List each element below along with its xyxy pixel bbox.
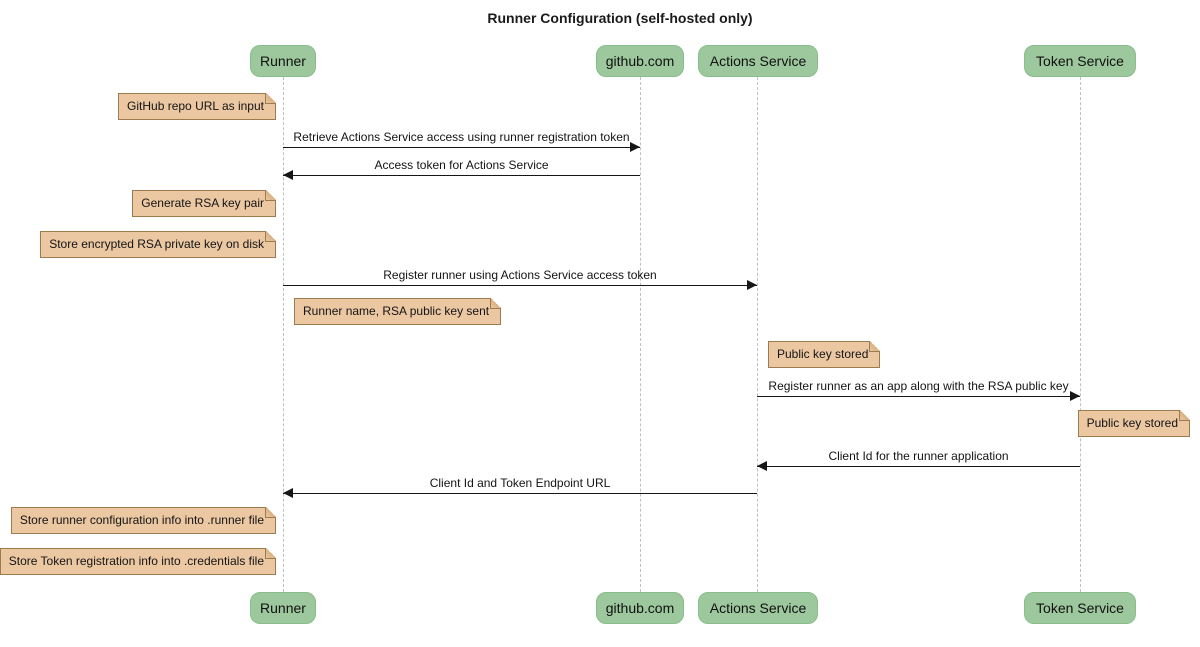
- note-fold-icon: [265, 231, 276, 242]
- arrowhead-right-icon: [630, 142, 640, 152]
- participant-label: Actions Service: [709, 53, 807, 69]
- message-line: [283, 285, 757, 286]
- message-retrieve-actions-access: Retrieve Actions Service access using ru…: [283, 128, 640, 154]
- message-line: [283, 175, 640, 176]
- arrowhead-left-icon: [283, 488, 293, 498]
- note-label: Public key stored: [1086, 416, 1178, 430]
- participant-runner-bottom: Runner: [250, 592, 316, 624]
- note-store-runner-file: Store runner configuration info into .ru…: [10, 507, 276, 534]
- note-label: Public key stored: [777, 347, 869, 361]
- participant-actions-service-top: Actions Service: [698, 45, 818, 77]
- note-label: Runner name, RSA public key sent: [303, 304, 490, 318]
- note-public-key-stored-token: Public key stored: [1077, 410, 1190, 437]
- participant-label: github.com: [605, 600, 675, 616]
- participant-runner-top: Runner: [250, 45, 316, 77]
- arrowhead-left-icon: [283, 170, 293, 180]
- message-label: Retrieve Actions Service access using ru…: [293, 130, 630, 144]
- note-store-credentials-file: Store Token registration info into .cred…: [0, 548, 276, 575]
- lifeline-token-service: [1080, 77, 1081, 592]
- note-store-encrypted-private-key: Store encrypted RSA private key on disk: [40, 231, 276, 258]
- note-label: GitHub repo URL as input: [127, 99, 264, 113]
- participant-label: github.com: [605, 53, 675, 69]
- message-label: Register runner using Actions Service ac…: [383, 268, 657, 282]
- note-label: Store Token registration info into .cred…: [8, 554, 264, 568]
- participant-label: Runner: [260, 600, 306, 616]
- participant-token-service-top: Token Service: [1024, 45, 1136, 77]
- note-github-repo-url-input: GitHub repo URL as input: [118, 93, 276, 120]
- message-access-token-returned: Access token for Actions Service: [283, 156, 640, 182]
- message-client-id-endpoint-url: Client Id and Token Endpoint URL: [283, 474, 757, 500]
- message-line: [283, 493, 757, 494]
- participant-label: Actions Service: [709, 600, 807, 616]
- message-client-id-returned: Client Id for the runner application: [757, 447, 1080, 473]
- participant-label: Runner: [260, 53, 306, 69]
- message-label: Access token for Actions Service: [374, 158, 549, 172]
- message-line: [283, 147, 640, 148]
- note-label: Store encrypted RSA private key on disk: [49, 237, 264, 251]
- note-label: Store runner configuration info into .ru…: [19, 513, 264, 527]
- note-fold-icon: [265, 93, 276, 104]
- message-register-runner: Register runner using Actions Service ac…: [283, 266, 757, 292]
- participant-github-top: github.com: [596, 45, 684, 77]
- note-fold-icon: [265, 507, 276, 518]
- participant-actions-service-bottom: Actions Service: [698, 592, 818, 624]
- participant-token-service-bottom: Token Service: [1024, 592, 1136, 624]
- note-fold-icon: [265, 190, 276, 201]
- participant-github-bottom: github.com: [596, 592, 684, 624]
- message-register-runner-as-app: Register runner as an app along with the…: [757, 377, 1080, 403]
- note-fold-icon: [265, 548, 276, 559]
- note-runner-name-public-key-sent: Runner name, RSA public key sent: [294, 298, 502, 325]
- note-fold-icon: [490, 298, 502, 309]
- message-label: Register runner as an app along with the…: [768, 379, 1069, 393]
- message-label: Client Id for the runner application: [828, 449, 1009, 463]
- lifeline-runner: [283, 77, 284, 592]
- note-fold-icon: [869, 341, 881, 352]
- participant-label: Token Service: [1036, 53, 1124, 69]
- note-label: Generate RSA key pair: [141, 196, 264, 210]
- note-generate-rsa-key-pair: Generate RSA key pair: [132, 190, 276, 217]
- participant-label: Token Service: [1036, 600, 1124, 616]
- arrowhead-right-icon: [747, 280, 757, 290]
- arrowhead-left-icon: [757, 461, 767, 471]
- message-label: Client Id and Token Endpoint URL: [429, 476, 611, 490]
- message-line: [757, 396, 1080, 397]
- note-fold-icon: [1179, 410, 1190, 421]
- lifeline-actions-service: [757, 77, 758, 592]
- note-public-key-stored-actions: Public key stored: [768, 341, 881, 368]
- message-line: [757, 466, 1080, 467]
- arrowhead-right-icon: [1070, 391, 1080, 401]
- lifeline-github: [640, 77, 641, 592]
- diagram-title: Runner Configuration (self-hosted only): [487, 10, 753, 26]
